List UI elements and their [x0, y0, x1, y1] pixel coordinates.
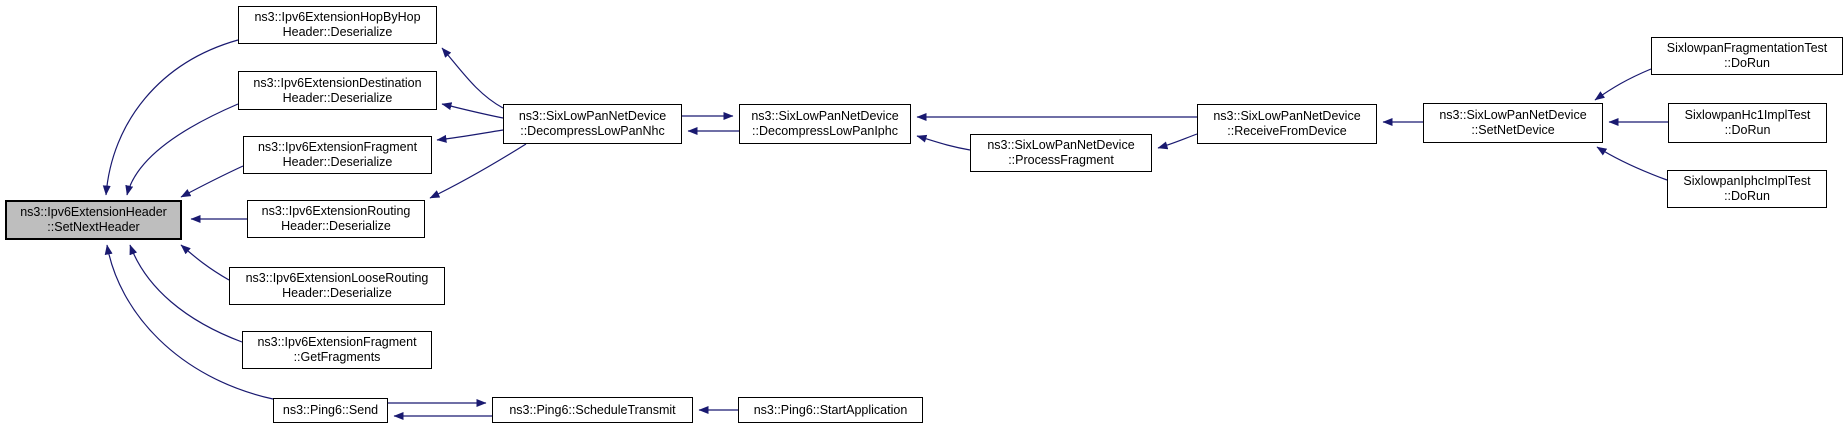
- graph-node-decompress-lowpan-iphc[interactable]: ns3::SixLowPanNetDevice::DecompressLowPa…: [739, 104, 911, 144]
- node-label-line: Header::Deserialize: [282, 286, 392, 300]
- node-label-line: ns3::Ping6::Send: [282, 403, 379, 417]
- node-label-line: ::GetFragments: [293, 350, 381, 364]
- node-label-line: ns3::Ipv6ExtensionHeader: [20, 205, 167, 219]
- graph-node-set-net-device[interactable]: ns3::SixLowPanNetDevice::SetNetDevice: [1423, 103, 1603, 143]
- graph-edge-decompress-lowpan-nhc-to-fragment-header-deserialize: [436, 129, 504, 143]
- node-label-line: ns3::SixLowPanNetDevice: [1213, 109, 1361, 123]
- node-label-line: ::DoRun: [1724, 123, 1771, 137]
- graph-edge-fragment-header-deserialize-to-set-next-header: [180, 165, 244, 198]
- node-label-line: SixlowpanFragmentationTest: [1666, 41, 1828, 55]
- graph-edge-ping6-send-to-set-next-header: [104, 244, 274, 400]
- node-label-line: Header::Deserialize: [282, 25, 393, 39]
- graph-node-get-fragments[interactable]: ns3::Ipv6ExtensionFragment::GetFragments: [242, 331, 432, 369]
- graph-edge-process-fragment-to-decompress-lowpan-iphc: [916, 134, 971, 151]
- graph-node-ping6-start-application[interactable]: ns3::Ping6::StartApplication: [738, 397, 923, 423]
- node-label-line: ns3::Ipv6ExtensionRouting: [261, 204, 411, 218]
- node-label-line: ::DoRun: [1724, 56, 1770, 70]
- graph-node-decompress-lowpan-nhc[interactable]: ns3::SixLowPanNetDevice::DecompressLowPa…: [503, 104, 682, 144]
- graph-edge-decompress-lowpan-nhc-to-destination-deserialize: [441, 102, 504, 119]
- node-label-line: ns3::SixLowPanNetDevice: [751, 109, 899, 123]
- node-label-line: ::ReceiveFromDevice: [1227, 124, 1347, 138]
- node-label-line: Header::Deserialize: [282, 155, 393, 169]
- node-label-line: Header::Deserialize: [281, 219, 391, 233]
- node-label-line: SixlowpanHc1ImplTest: [1684, 108, 1811, 122]
- graph-node-ping6-send[interactable]: ns3::Ping6::Send: [273, 398, 388, 423]
- node-label-line: ns3::Ping6::ScheduleTransmit: [509, 402, 676, 417]
- graph-edge-receive-from-device-to-process-fragment: [1157, 133, 1198, 150]
- node-label-line: ns3::Ipv6ExtensionFragment: [257, 140, 418, 154]
- graph-node-iphc-impl-test-dorun[interactable]: SixlowpanIphcImplTest::DoRun: [1667, 170, 1827, 208]
- node-label-line: ns3::Ipv6ExtensionDestination: [253, 75, 422, 90]
- node-label-line: SixlowpanIphcImplTest: [1683, 174, 1811, 188]
- node-label-line: ns3::Ipv6ExtensionFragment: [257, 335, 417, 349]
- graph-edge-destination-deserialize-to-set-next-header: [125, 103, 239, 196]
- graph-node-receive-from-device[interactable]: ns3::SixLowPanNetDevice::ReceiveFromDevi…: [1197, 104, 1377, 144]
- graph-node-ping6-schedule-transmit[interactable]: ns3::Ping6::ScheduleTransmit: [492, 397, 693, 423]
- node-label-line: ::DecompressLowPanIphc: [752, 124, 898, 138]
- graph-node-process-fragment[interactable]: ns3::SixLowPanNetDevice::ProcessFragment: [970, 134, 1152, 172]
- node-label-line: ::DoRun: [1724, 189, 1770, 203]
- graph-node-set-next-header: ns3::Ipv6ExtensionHeader::SetNextHeader: [5, 200, 182, 240]
- graph-edge-hopbyhop-deserialize-to-set-next-header: [102, 39, 239, 196]
- graph-node-fragmentation-test-dorun[interactable]: SixlowpanFragmentationTest::DoRun: [1651, 37, 1843, 75]
- node-label-line: ns3::SixLowPanNetDevice: [518, 109, 667, 123]
- graph-edge-fragmentation-test-dorun-to-set-net-device: [1594, 68, 1652, 101]
- node-label-line: ::ProcessFragment: [1008, 153, 1114, 167]
- graph-edge-loose-routing-deserialize-to-set-next-header: [180, 244, 230, 281]
- node-label-line: ns3::SixLowPanNetDevice: [1439, 108, 1587, 122]
- graph-edge-get-fragments-to-set-next-header: [129, 244, 243, 343]
- graph-node-hc1-impl-test-dorun[interactable]: SixlowpanHc1ImplTest::DoRun: [1668, 103, 1827, 143]
- node-label-line: ns3::Ping6::StartApplication: [753, 402, 908, 417]
- node-label-line: ::DecompressLowPanNhc: [520, 124, 665, 138]
- node-label-line: Header::Deserialize: [282, 90, 393, 105]
- node-label-line: ns3::SixLowPanNetDevice: [987, 138, 1135, 152]
- graph-edge-decompress-lowpan-nhc-to-routing-deserialize: [429, 143, 527, 199]
- graph-edge-iphc-impl-test-dorun-to-set-net-device: [1596, 146, 1668, 181]
- node-label-line: ns3::Ipv6ExtensionHopByHop: [254, 10, 421, 24]
- node-label-line: ns3::Ipv6ExtensionLooseRouting: [245, 271, 429, 285]
- node-label-line: ::SetNextHeader: [47, 220, 140, 234]
- graph-edge-decompress-lowpan-nhc-to-hopbyhop-deserialize: [441, 47, 504, 109]
- node-label-line: ::SetNetDevice: [1471, 123, 1555, 137]
